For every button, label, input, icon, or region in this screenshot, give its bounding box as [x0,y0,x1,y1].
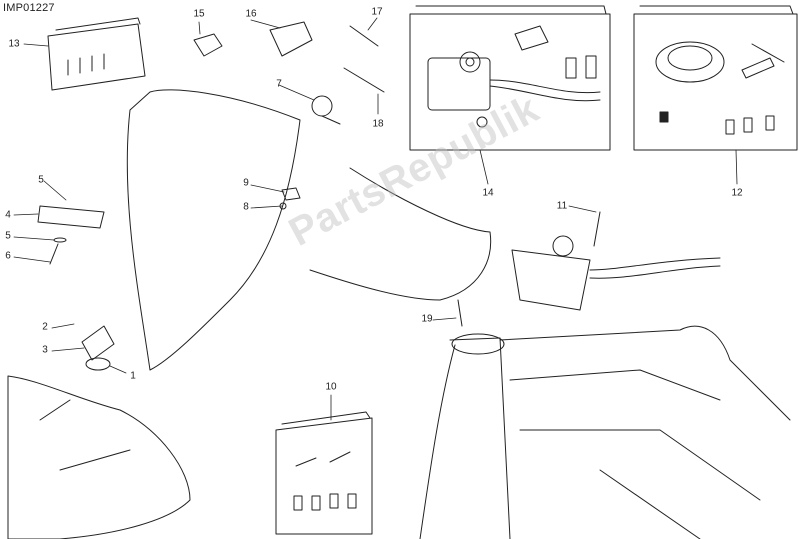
callout-15: 15 [193,8,205,20]
callout-9: 9 [243,177,249,189]
tank-cover [126,89,492,371]
rod-19 [457,299,463,327]
part-3 [81,325,115,361]
kit-card-14 [409,5,611,151]
kit-card-10 [275,411,373,535]
callout-6: 6 [5,250,11,262]
part-17 [349,25,379,47]
callout-4: 4 [5,209,11,221]
fairing [7,375,191,539]
callout-13: 13 [8,38,20,50]
diagram-code: IMP01227 [3,2,55,14]
part-7 [311,95,333,117]
part-16 [269,21,313,57]
part-4 [37,205,105,229]
callout-14: 14 [482,187,494,199]
callout-12: 12 [731,187,743,199]
frame [419,235,791,539]
part-1 [85,357,111,371]
callout-8: 8 [243,201,249,213]
part-18 [343,67,385,93]
kit-card-13 [47,17,146,91]
callout-16: 16 [245,8,257,20]
part-9 [281,187,301,201]
callout-11: 11 [556,200,568,212]
part-15 [193,33,223,57]
callout-3: 3 [42,344,48,356]
callout-17: 17 [371,6,383,18]
bolt-11 [593,211,601,247]
callout-5b: 5 [5,230,11,242]
callout-1: 1 [130,370,136,382]
callout-10: 10 [325,381,337,393]
callout-7: 7 [276,78,282,90]
callout-18: 18 [372,118,384,130]
callout-19: 19 [421,313,433,325]
kit-card-12 [633,5,798,151]
callout-2: 2 [42,321,48,333]
callout-5a: 5 [38,174,44,186]
